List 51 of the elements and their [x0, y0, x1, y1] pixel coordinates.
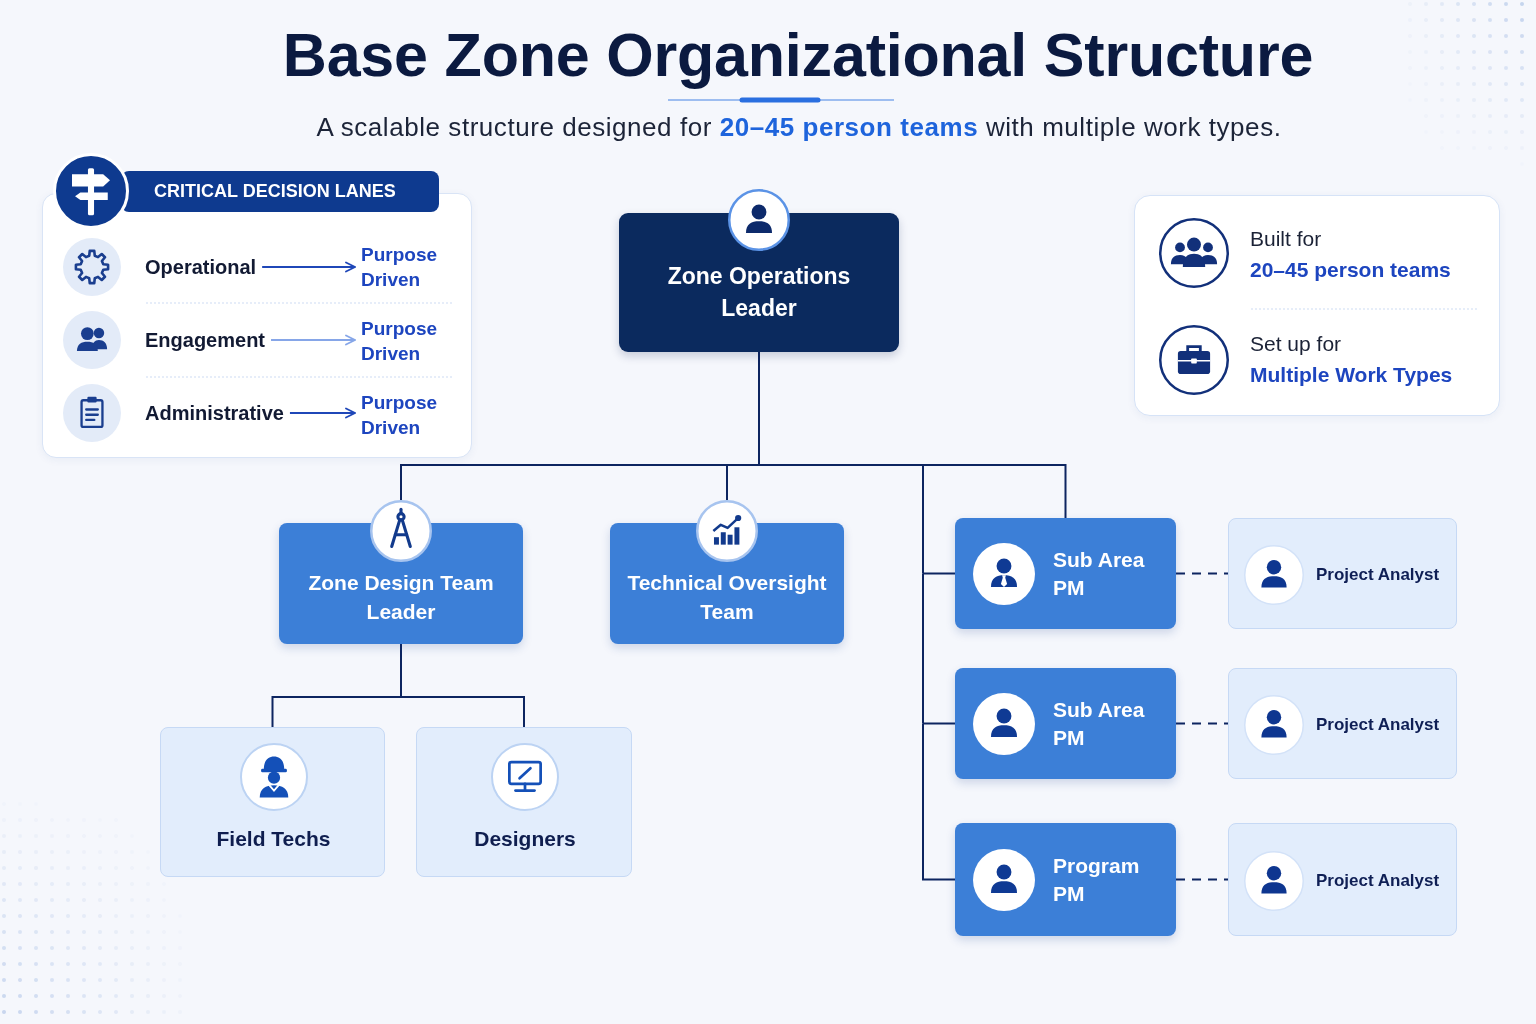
role-title: Designers	[473, 826, 577, 852]
analyst-box	[1228, 518, 1457, 629]
connector-line	[400, 643, 402, 698]
connector-line	[922, 572, 924, 725]
team-box	[160, 727, 385, 877]
section-header: CRITICAL DECISION LANES	[121, 171, 439, 212]
lane-outcome: Purpose Driven	[361, 390, 438, 440]
connector-line	[726, 464, 728, 501]
info-text: Set up for Multiple Work Types	[1250, 331, 1454, 388]
manager-box	[955, 823, 1176, 936]
info-panel	[1134, 195, 1500, 416]
lane-outcome: Purpose Driven	[361, 242, 438, 292]
connector-line	[758, 351, 760, 466]
connector-line	[922, 464, 924, 575]
analyst-box	[1228, 823, 1457, 936]
connector-line	[922, 722, 956, 725]
role-title: Sub Area PM	[1053, 696, 1146, 751]
arrow	[289, 407, 356, 419]
role-title: Field Techs	[216, 826, 331, 852]
manager-box	[955, 668, 1176, 779]
arrow	[270, 334, 356, 346]
team-box	[416, 727, 632, 877]
arrow	[261, 261, 356, 273]
connector-line	[400, 696, 525, 728]
role-title: Technical Oversight Team	[626, 570, 828, 625]
connector-line	[758, 464, 924, 466]
lane-outcome: Purpose Driven	[361, 316, 438, 366]
lane-label: Operational	[145, 255, 257, 279]
connector-line	[400, 464, 728, 501]
connector-line	[271, 696, 402, 728]
dashed-connector	[1175, 722, 1229, 725]
connector-line	[922, 722, 956, 881]
role-title: Sub Area PM	[1053, 546, 1146, 601]
dashed-connector	[1175, 878, 1229, 881]
manager-box	[955, 518, 1176, 629]
subtitle: A scalable structure designed for 20–45 person teams with multiple work types.	[316, 111, 1282, 143]
analyst-box	[1228, 668, 1457, 779]
info-text: Built for 20–45 person teams	[1250, 226, 1452, 283]
connector-line	[922, 572, 956, 575]
lane-label: Administrative	[145, 401, 284, 425]
dashed-connector	[1175, 572, 1229, 575]
role-title: Project Analyst	[1316, 713, 1441, 736]
connector-line	[726, 464, 760, 466]
role-title: Zone Operations Leader	[667, 262, 851, 323]
lane-label: Engagement	[145, 328, 266, 352]
connector-line	[922, 464, 1067, 519]
role-title: Project Analyst	[1316, 869, 1441, 892]
role-title: Program PM	[1053, 852, 1141, 907]
title: Base Zone Organizational Structure	[282, 22, 1314, 88]
role-title: Project Analyst	[1316, 563, 1441, 586]
role-title: Zone Design Team Leader	[307, 570, 495, 625]
